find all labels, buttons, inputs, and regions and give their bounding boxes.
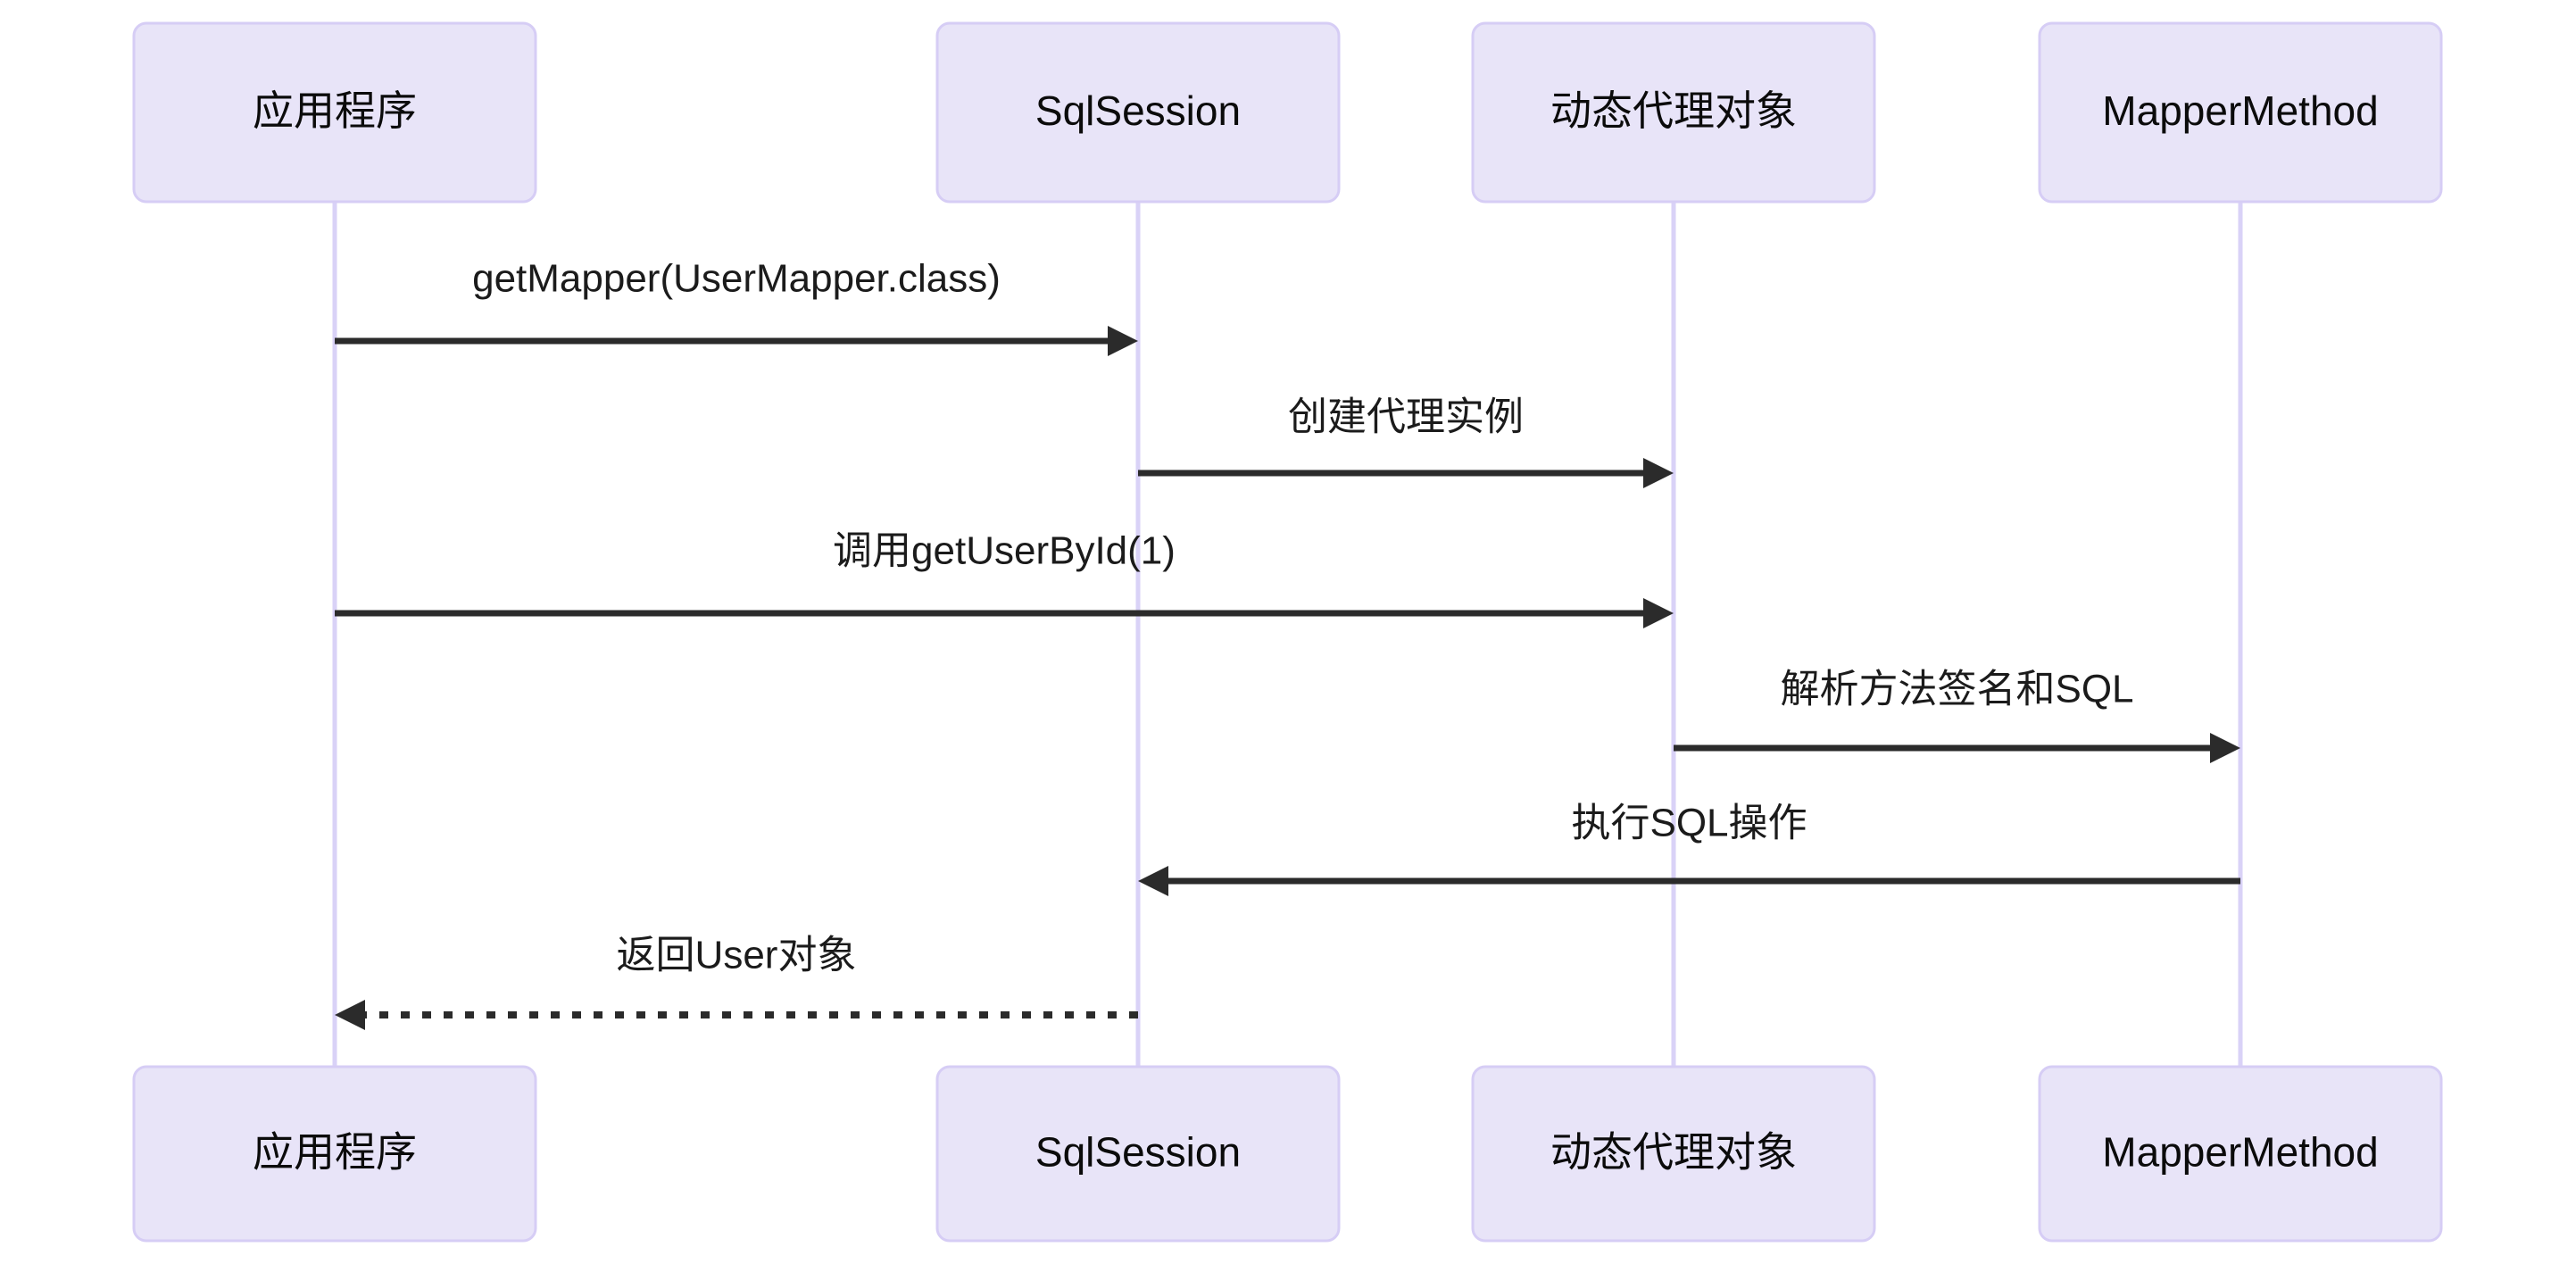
participant-boxes-group: 应用程序应用程序SqlSessionSqlSession动态代理对象动态代理对象…: [132, 21, 2443, 1243]
participant-box-proxy-bottom[interactable]: [1471, 1065, 1876, 1243]
message-arrowhead-3: [1643, 598, 1674, 628]
participant-label-app-bottom: 应用程序: [253, 1129, 417, 1176]
message-arrowhead-1: [1108, 326, 1138, 356]
message-label-4: 解析方法签名和SQL: [1780, 668, 2133, 711]
message-label-2: 创建代理实例: [1288, 395, 1524, 439]
participant-box-sqlsession-top[interactable]: [935, 21, 1341, 204]
participant-label-proxy-bottom: 动态代理对象: [1550, 1129, 1797, 1176]
participant-box-app-top[interactable]: [132, 21, 537, 204]
message-label-6: 返回User对象: [617, 934, 857, 977]
message-arrowhead-5: [1138, 866, 1168, 896]
participant-label-proxy-top: 动态代理对象: [1550, 87, 1797, 134]
participant-label-sqlsession-bottom: SqlSession: [1035, 1129, 1241, 1176]
message-label-5: 执行SQL操作: [1571, 802, 1807, 845]
messages-group: getMapper(UserMapper.class) 创建代理实例调用getUs…: [335, 257, 2240, 1030]
lifelines-group: [332, 202, 2243, 1067]
participant-box-mappermethod-top[interactable]: [2038, 21, 2443, 204]
participant-box-proxy-top[interactable]: [1471, 21, 1876, 204]
message-label-3: 调用getUserById(1): [833, 529, 1176, 573]
participant-label-app-top: 应用程序: [253, 87, 417, 134]
participant-box-mappermethod-bottom[interactable]: [2038, 1065, 2443, 1243]
participant-box-app-bottom[interactable]: [132, 1065, 537, 1243]
participant-label-sqlsession-top: SqlSession: [1035, 87, 1241, 134]
participant-box-sqlsession-bottom[interactable]: [935, 1065, 1341, 1243]
message-arrowhead-6: [335, 1000, 365, 1030]
participant-label-mappermethod-top: MapperMethod: [2102, 87, 2378, 134]
message-arrowhead-2: [1643, 458, 1674, 488]
message-label-1: getMapper(UserMapper.class): [472, 257, 1001, 301]
participant-label-mappermethod-bottom: MapperMethod: [2102, 1129, 2378, 1176]
message-arrowhead-4: [2210, 733, 2240, 763]
